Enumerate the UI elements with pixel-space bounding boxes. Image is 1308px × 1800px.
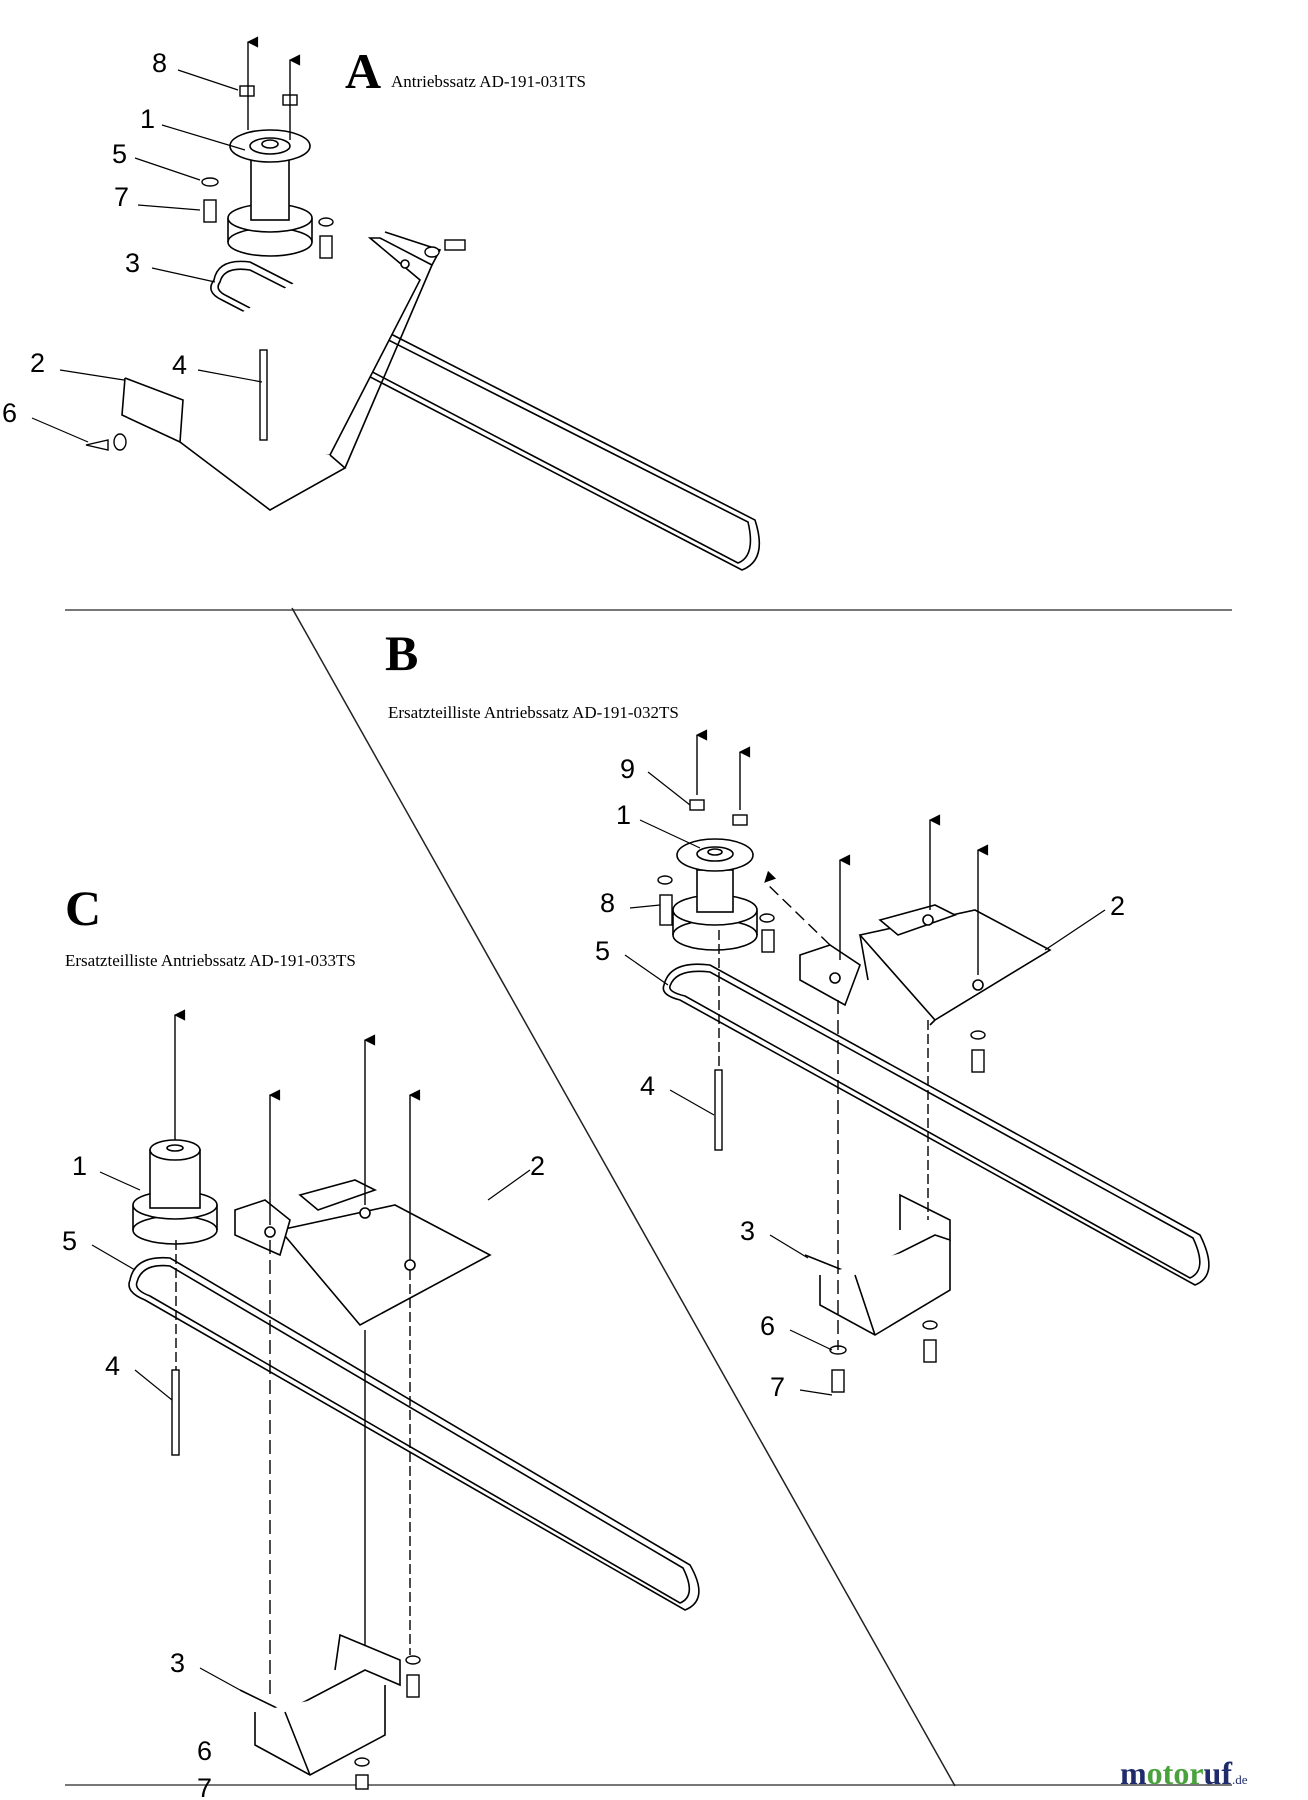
section-a-belt xyxy=(210,260,761,571)
section-b-label-5: 5 xyxy=(595,936,610,966)
section-b-belt xyxy=(662,963,1210,1286)
section-c-belt xyxy=(128,1256,700,1611)
section-a-label-2: 2 xyxy=(30,348,45,378)
section-a-arrows xyxy=(246,36,301,140)
section-b-label-6: 6 xyxy=(760,1311,775,1341)
section-c-label-2: 2 xyxy=(530,1151,545,1181)
section-b-label-8: 8 xyxy=(600,888,615,918)
section-a-label-8: 8 xyxy=(152,48,167,78)
section-c-label-5: 5 xyxy=(62,1226,77,1256)
section-c-arrows xyxy=(173,1009,421,1700)
section-a: A Antriebssatz AD-191-031TS xyxy=(2,36,761,571)
motoruf-logo: motoruf.de xyxy=(1120,1755,1248,1792)
logo-part-2: otor xyxy=(1146,1755,1204,1791)
section-a-pulley xyxy=(227,129,313,257)
section-b-label-9: 9 xyxy=(620,754,635,784)
logo-part-1: m xyxy=(1120,1755,1147,1791)
section-c-label-3: 3 xyxy=(170,1648,185,1678)
section-b-label-3: 3 xyxy=(740,1216,755,1246)
section-b-pulley xyxy=(672,838,758,951)
section-a-label-6: 6 xyxy=(2,398,17,428)
section-c-label-6: 6 xyxy=(197,1736,212,1766)
section-a-leaders xyxy=(31,69,263,443)
section-b-caption: Ersatzteilliste Antriebssatz AD-191-032T… xyxy=(388,703,679,722)
section-b-label-1: 1 xyxy=(616,800,631,830)
section-a-label-1: 1 xyxy=(140,104,155,134)
section-a-label-3: 3 xyxy=(125,248,140,278)
section-a-label-5: 5 xyxy=(112,139,127,169)
section-a-caption: Antriebssatz AD-191-031TS xyxy=(391,72,586,91)
section-c-hardware xyxy=(171,1369,421,1790)
section-a-bracket xyxy=(121,231,442,511)
section-a-label-7: 7 xyxy=(114,182,129,212)
section-c-lower-bracket xyxy=(239,1633,401,1776)
section-b-label-7: 7 xyxy=(770,1372,785,1402)
section-c-pulley xyxy=(132,1139,218,1245)
section-b-arrows xyxy=(695,729,989,1350)
section-b-label-4: 4 xyxy=(640,1071,655,1101)
section-b-lower-bracket xyxy=(804,1193,951,1336)
logo-part-3: uf xyxy=(1203,1755,1232,1791)
section-a-label-4: 4 xyxy=(172,350,187,380)
section-b: B Ersatzteilliste Antriebssatz AD-191-03… xyxy=(385,625,1210,1402)
section-b-hardware xyxy=(657,799,986,1393)
section-a-letter: A xyxy=(345,43,381,99)
logo-suffix: .de xyxy=(1231,1772,1248,1787)
section-c-caption: Ersatzteilliste Antriebssatz AD-191-033T… xyxy=(65,951,356,970)
section-c-label-4: 4 xyxy=(105,1351,120,1381)
section-c-plate xyxy=(234,1179,492,1327)
section-c-label-7: 7 xyxy=(197,1773,212,1800)
section-b-letter: B xyxy=(385,625,418,681)
diagonal-separator xyxy=(291,607,956,1787)
section-c-leaders xyxy=(91,1169,531,1691)
section-b-leaders xyxy=(624,771,1106,1396)
section-b-plate xyxy=(799,904,1052,1026)
section-b-label-2: 2 xyxy=(1110,891,1125,921)
section-c: C Ersatzteilliste Antriebssatz AD-191-03… xyxy=(62,880,700,1800)
section-c-letter: C xyxy=(65,880,101,936)
section-c-label-1: 1 xyxy=(72,1151,87,1181)
